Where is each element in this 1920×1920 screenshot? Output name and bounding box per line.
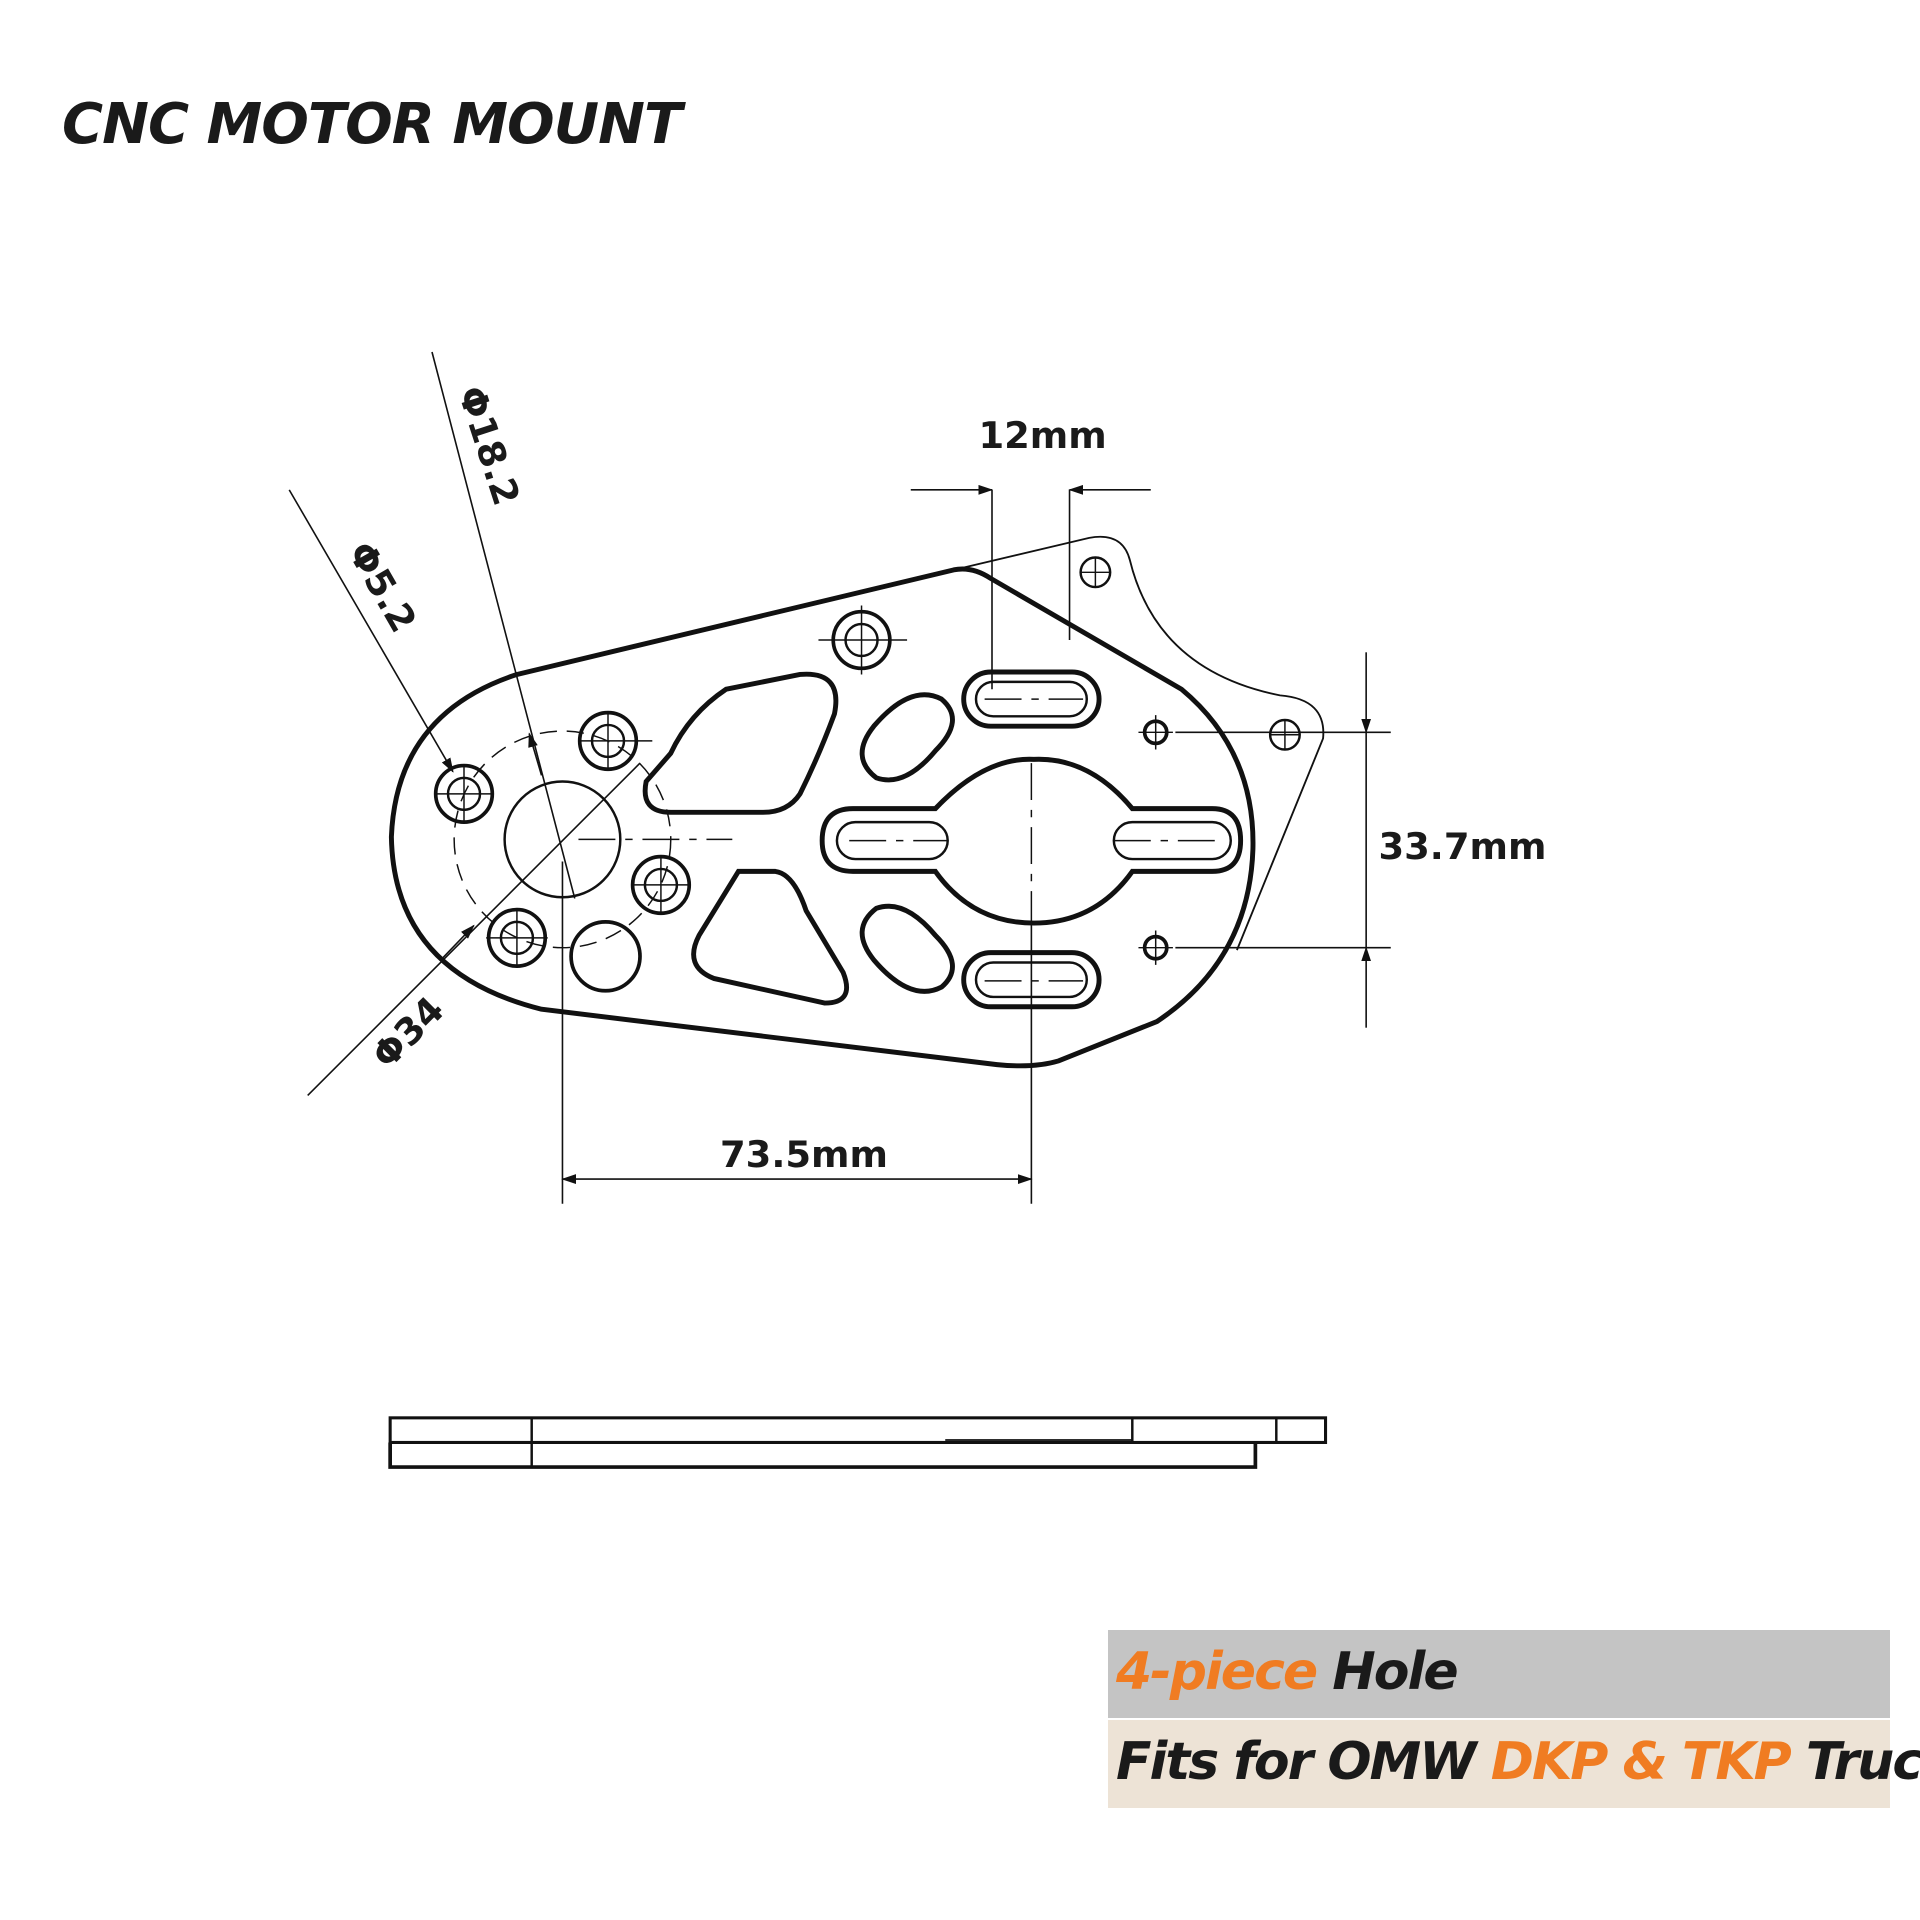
dim-diameter-5-2: Φ5.2 [339,534,425,639]
dim-center-distance: 73.5mm [720,1133,888,1176]
page-title: CNC MOTOR MOUNT [62,92,682,157]
dim-hole-spacing: 33.7mm [1378,825,1546,868]
dim-diameter-18-2: Φ18.2 [449,381,528,511]
mount-tab-outline [953,535,1325,951]
info-row-fitment: Fits for OMW DKP & TKP Trucks [1108,1720,1920,1808]
plate-outline [388,566,1256,1069]
info-row-holes: 4-piece Hole [1108,1630,1890,1718]
dim-slot-width: 12mm [978,414,1106,457]
screw-holes [433,609,892,969]
fitment-highlight: DKP & TKP [1490,1732,1792,1792]
cutouts [642,669,1244,1010]
fitment-start: Fits for OMW [1116,1732,1477,1792]
dim-diameter-34: Φ34 [364,988,453,1077]
holes-text: Hole [1332,1642,1458,1702]
side-view [388,1416,1328,1469]
holes-highlight: 4-piece [1116,1642,1318,1702]
fitment-end: Trucks [1805,1732,1920,1792]
